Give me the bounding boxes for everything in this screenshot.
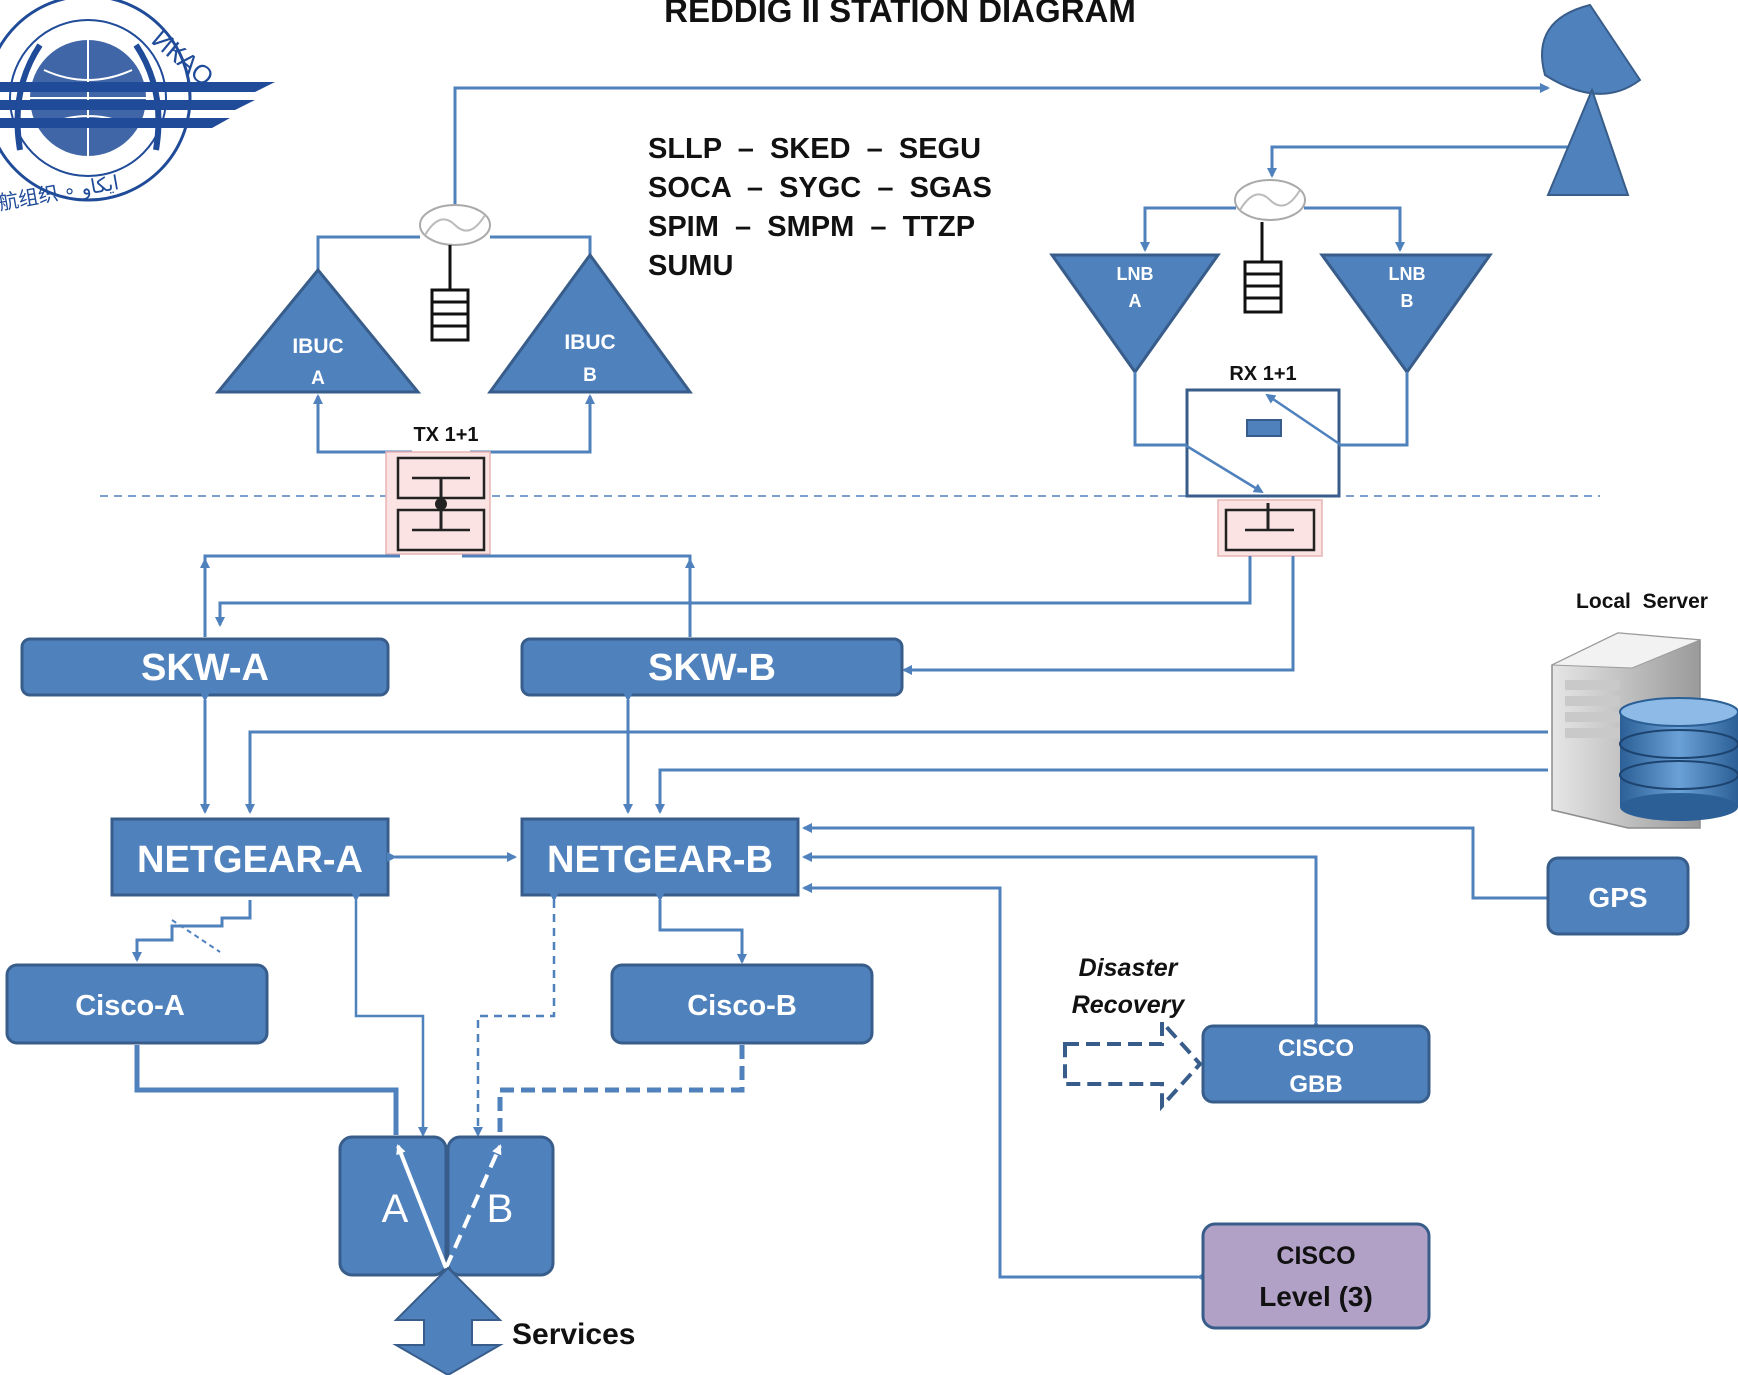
netgear-b-label: NETGEAR-B bbox=[547, 839, 773, 881]
netgear-a-stub-dashed bbox=[171, 919, 221, 953]
switch-a-label: A bbox=[382, 1187, 409, 1231]
skw-b-box: SKW-B bbox=[520, 637, 904, 697]
rx-switch-to-skw-a-line bbox=[215, 556, 1252, 627]
skw-b-to-tx-switch-line bbox=[462, 554, 692, 637]
tx-label: TX 1+1 bbox=[413, 424, 478, 446]
ibuc-a-label: IBUC bbox=[292, 335, 343, 358]
tx-dummy-load-icon bbox=[430, 245, 470, 342]
station-line-4: SUMU bbox=[648, 250, 733, 282]
tx-combiner-right-line bbox=[490, 235, 592, 270]
cisco-b-label: Cisco-B bbox=[687, 990, 797, 1022]
cisco-level3-sublabel: Level (3) bbox=[1259, 1281, 1373, 1312]
netgear-b-box: NETGEAR-B bbox=[520, 817, 800, 897]
ibuc-b-label: IBUC bbox=[564, 331, 615, 354]
level3-to-netgear-b-line bbox=[802, 883, 1206, 1282]
rx-dummy-load-icon bbox=[1243, 222, 1283, 314]
station-line-1: SLLP – SKED – SEGU bbox=[648, 133, 981, 165]
logo-text-top: ИКАО bbox=[146, 24, 220, 93]
tx-switch-to-ibuc-a bbox=[313, 394, 412, 454]
gps-box: GPS bbox=[1546, 856, 1690, 936]
skw-b-label: SKW-B bbox=[648, 647, 776, 689]
gbb-to-netgear-b-line bbox=[802, 852, 1321, 1030]
ab-switch: A B bbox=[338, 1135, 555, 1277]
disaster-recovery-arrow-icon bbox=[1063, 1016, 1203, 1112]
station-line-2: SOCA – SYGC – SGAS bbox=[648, 172, 992, 204]
rx-label: RX 1+1 bbox=[1229, 363, 1296, 385]
netgear-a-label: NETGEAR-A bbox=[137, 839, 363, 881]
lnb-a-label: LNB bbox=[1117, 264, 1154, 284]
rx-switch-box bbox=[1184, 388, 1342, 498]
tx-switch-icon bbox=[385, 451, 491, 555]
netgear-a-to-switch-line bbox=[351, 892, 428, 1137]
tx-combiner-icon bbox=[419, 204, 491, 246]
lnb-a-to-rx-line bbox=[1133, 372, 1187, 447]
ibuc-a-sublabel: A bbox=[311, 368, 325, 389]
cisco-b-to-switch-line bbox=[497, 1045, 745, 1135]
server-to-netgear-b-line bbox=[655, 768, 1548, 814]
lnb-b-sublabel: B bbox=[1401, 291, 1414, 311]
ibuc-a: IBUC A bbox=[214, 267, 422, 394]
cisco-a-to-switch-line bbox=[134, 1045, 399, 1135]
skw-a-label: SKW-A bbox=[141, 647, 269, 689]
lnb-b-to-rx-line bbox=[1339, 372, 1409, 447]
cisco-a-box: Cisco-A bbox=[5, 963, 269, 1045]
disaster-label: Disaster bbox=[1079, 954, 1179, 982]
gps-to-netgear-b-line bbox=[802, 823, 1548, 900]
gps-label: GPS bbox=[1588, 882, 1647, 913]
tx-switch-to-skw-a-line bbox=[203, 554, 400, 637]
cisco-b-box: Cisco-B bbox=[610, 963, 874, 1045]
rx-splitter-icon bbox=[1234, 179, 1306, 221]
local-server-label: Local Server bbox=[1576, 590, 1708, 613]
switch-b-label: B bbox=[487, 1187, 514, 1231]
recovery-label: Recovery bbox=[1072, 991, 1186, 1019]
lnb-a-sublabel: A bbox=[1129, 291, 1142, 311]
netgear-b-to-cisco-b-line bbox=[655, 892, 747, 964]
server-to-netgear-a-line bbox=[245, 730, 1548, 814]
icao-logo: ИКАО 航组织 ∘ ايكاو bbox=[0, 0, 275, 215]
lnb-b-label: LNB bbox=[1389, 264, 1426, 284]
rx-switch-icon bbox=[1217, 499, 1323, 557]
station-line-3: SPIM – SMPM – TTZP bbox=[648, 211, 975, 243]
local-server-icon bbox=[1551, 632, 1738, 829]
cisco-level3-box: CISCO Level (3) bbox=[1201, 1222, 1431, 1330]
services-arrow-icon bbox=[392, 1266, 504, 1375]
skw-a-box: SKW-A bbox=[20, 637, 390, 697]
netgear-a-to-cisco-a-line bbox=[132, 900, 252, 962]
cisco-a-label: Cisco-A bbox=[75, 990, 185, 1022]
tx-to-antenna-line bbox=[453, 83, 1550, 210]
ibuc-b: IBUC B bbox=[487, 252, 693, 394]
diagram-title: REDDIG II STATION DIAGRAM bbox=[664, 0, 1136, 29]
cisco-gbb-box: CISCO GBB bbox=[1201, 1024, 1431, 1104]
tx-combiner-left-line bbox=[316, 235, 420, 270]
satellite-dish-icon bbox=[1541, 3, 1642, 196]
lnb-a: LNB A bbox=[1049, 253, 1221, 375]
netgear-b-to-switch-dashed bbox=[473, 892, 559, 1137]
services-label: Services bbox=[512, 1318, 635, 1351]
lnb-b: LNB B bbox=[1319, 253, 1493, 375]
logo-text-bottom: 航组织 ∘ ايكاو bbox=[0, 171, 121, 215]
netgear-a-box: NETGEAR-A bbox=[110, 817, 390, 897]
cisco-gbb-label: CISCO bbox=[1278, 1035, 1354, 1062]
rx-splitter-to-lnb-a bbox=[1140, 206, 1236, 252]
tx-switch-to-ibuc-b bbox=[470, 394, 595, 454]
rx-splitter-to-lnb-b bbox=[1304, 206, 1405, 252]
ibuc-b-sublabel: B bbox=[583, 365, 597, 386]
rx-switch-to-skw-b-line bbox=[902, 556, 1295, 675]
antenna-to-rx-line bbox=[1267, 145, 1592, 178]
cisco-level3-label: CISCO bbox=[1276, 1242, 1355, 1270]
cisco-gbb-sublabel: GBB bbox=[1289, 1071, 1342, 1098]
